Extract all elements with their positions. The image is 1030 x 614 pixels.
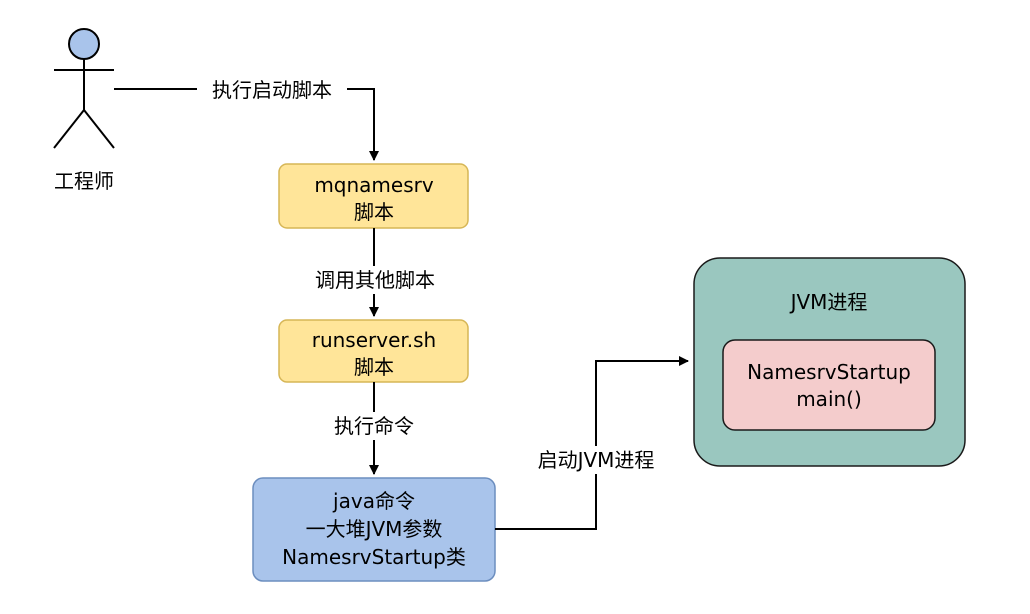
runserver-line-2: 脚本 xyxy=(354,355,394,379)
java-command-line-3: NamesrvStartup类 xyxy=(282,545,466,569)
edge-label-exec-command: 执行命令 xyxy=(334,414,414,438)
startup-main-box xyxy=(722,339,936,431)
runserver-line-1: runserver.sh xyxy=(312,328,437,352)
java-command-line-1: java命令 xyxy=(332,489,415,513)
startup-main-line-1: NamesrvStartup xyxy=(747,360,911,384)
mqnamesrv-line-1: mqnamesrv xyxy=(314,173,434,197)
edge-label-bg xyxy=(300,266,450,294)
engineer-actor: 工程师 xyxy=(53,28,115,193)
node-mqnamesrv-script: mqnamesrv 脚本 xyxy=(278,163,469,229)
node-jvm-process: JVM进程 NamesrvStartup main() xyxy=(693,257,966,467)
edge-label-start-jvm: 启动JVM进程 xyxy=(538,448,655,472)
edge-runserver-to-java: 执行命令 xyxy=(318,382,432,475)
mqnamesrv-line-2: 脚本 xyxy=(354,200,394,224)
edge-java-to-jvm: 启动JVM进程 xyxy=(495,356,689,530)
edge-mqnamesrv-to-runserver: 调用其他脚本 xyxy=(300,228,450,317)
edge-java-to-jvm-line xyxy=(495,356,689,530)
node-runserver-script: runserver.sh 脚本 xyxy=(278,319,469,383)
edge-label-call-scripts: 调用其他脚本 xyxy=(315,268,435,292)
edge-label-bg xyxy=(520,446,672,474)
java-command-line-2: 一大堆JVM参数 xyxy=(306,517,443,541)
actor-left-leg xyxy=(53,109,85,149)
jvm-process-title: JVM进程 xyxy=(789,290,868,314)
edge-label-bg xyxy=(197,76,347,104)
edge-label-bg xyxy=(318,412,432,440)
actor-head xyxy=(68,28,100,60)
node-java-command: java命令 一大堆JVM参数 NamesrvStartup类 xyxy=(252,477,496,582)
edge-engineer-to-mqnamesrv: 执行启动脚本 xyxy=(114,76,379,161)
node-startup-main: NamesrvStartup main() xyxy=(722,339,936,431)
startup-main-line-2: main() xyxy=(796,387,862,411)
actor-label: 工程师 xyxy=(54,169,114,193)
edge-label-start-script: 执行启动脚本 xyxy=(212,78,332,102)
actor-right-leg xyxy=(83,109,115,149)
